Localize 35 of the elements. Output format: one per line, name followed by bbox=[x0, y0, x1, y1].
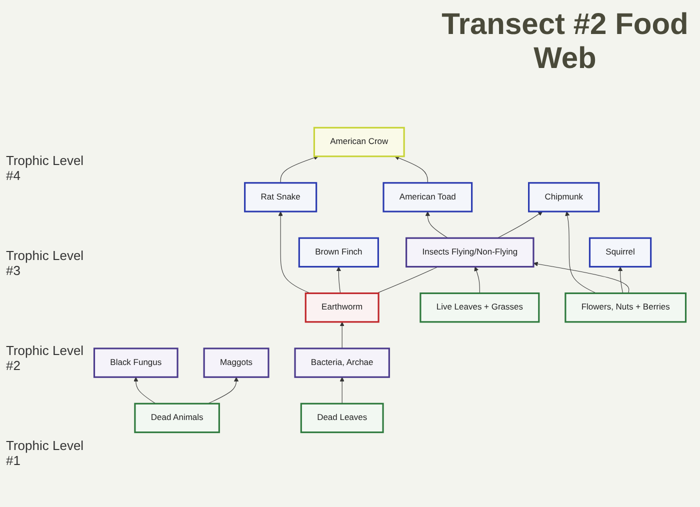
arrow bbox=[336, 266, 341, 294]
arrow bbox=[533, 262, 630, 294]
arrow bbox=[278, 211, 310, 294]
node-box: Squirrel bbox=[588, 237, 652, 268]
node-box: Rat Snake bbox=[244, 182, 318, 212]
node-box: Dead Animals bbox=[134, 402, 220, 434]
arrow bbox=[280, 156, 319, 184]
node-box: Dead Leaves bbox=[300, 402, 384, 434]
arrow bbox=[340, 322, 344, 349]
diagram-title: Transect #2 Food Web bbox=[440, 8, 690, 76]
node-box: Bacteria, Archae bbox=[294, 348, 390, 378]
node-box: Chipmunk bbox=[528, 182, 600, 212]
node-box: Flowers, Nuts + Berries bbox=[564, 292, 687, 323]
arrow bbox=[565, 211, 597, 294]
level-label: Trophic Level #1 bbox=[6, 438, 85, 468]
node-box: Insects Flying/Non-Flying bbox=[406, 237, 534, 268]
node-box: American Toad bbox=[382, 182, 473, 212]
node-box: American Crow bbox=[313, 126, 405, 158]
arrow bbox=[618, 266, 624, 294]
arrow bbox=[474, 266, 480, 294]
node-box: Earthworm bbox=[304, 292, 380, 323]
arrow bbox=[425, 211, 448, 238]
arrow bbox=[394, 156, 428, 184]
arrow bbox=[340, 376, 344, 404]
node-box: Brown Finch bbox=[298, 237, 379, 268]
arrow bbox=[134, 376, 156, 404]
arrow bbox=[208, 376, 239, 404]
node-box: Maggots bbox=[203, 348, 270, 378]
connector bbox=[376, 266, 438, 294]
arrow bbox=[497, 211, 543, 238]
node-box: Black Fungus bbox=[93, 348, 178, 378]
level-label: Trophic Level #4 bbox=[6, 152, 85, 182]
level-label: Trophic Level #2 bbox=[6, 342, 85, 372]
level-label: Trophic Level #3 bbox=[6, 248, 85, 278]
node-box: Live Leaves + Grasses bbox=[420, 292, 540, 323]
